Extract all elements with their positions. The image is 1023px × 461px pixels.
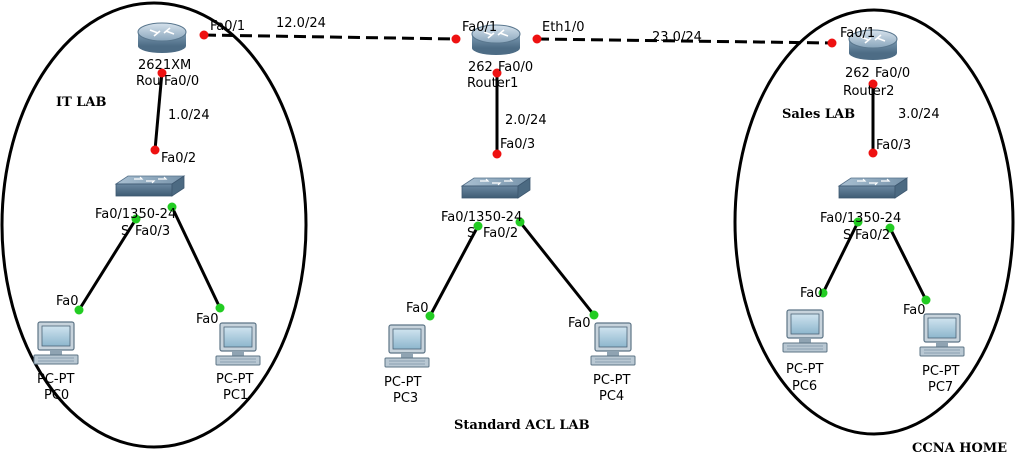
port-up-dot xyxy=(885,223,895,233)
pc7-type: PC-PT xyxy=(922,364,959,379)
switch0-model: Fa0/1350-24 xyxy=(95,207,176,222)
pc4-icon[interactable] xyxy=(590,322,636,366)
pc4-type: PC-PT xyxy=(593,373,630,388)
pc3-type: PC-PT xyxy=(384,375,421,390)
port-up-dot xyxy=(425,311,435,321)
switch2-port-right: Fa0/2 xyxy=(855,228,890,243)
pc1-icon[interactable] xyxy=(215,322,261,366)
pc6-port: Fa0 xyxy=(800,286,823,301)
switch1-port-up: Fa0/3 xyxy=(500,137,535,152)
link-status-dots xyxy=(74,30,931,321)
router0-port-fa00: Fa0/0 xyxy=(164,74,199,89)
pc6-name: PC6 xyxy=(792,379,817,394)
link-router1-router2 xyxy=(536,37,833,45)
router0-model: 2621XM xyxy=(138,58,191,73)
pc0-port: Fa0 xyxy=(56,294,79,309)
router1-port-eth10: Eth1/0 xyxy=(542,20,584,35)
router2-name: Router2 xyxy=(843,84,894,99)
link-router0-router1 xyxy=(203,33,457,41)
pc6-icon[interactable] xyxy=(782,309,828,353)
port-down-dot xyxy=(492,149,502,159)
port-down-dot xyxy=(199,30,209,40)
router2-model: 262 xyxy=(845,66,870,81)
pc0-name: PC0 xyxy=(44,388,69,403)
ccna-home-title: CCNA HOME xyxy=(912,441,1007,456)
switch1-icon[interactable] xyxy=(461,177,531,199)
link-label-1: 1.0/24 xyxy=(168,108,210,123)
switch0-name: S xyxy=(121,224,129,239)
router1-port-fa00: Fa0/0 xyxy=(498,60,533,75)
link-router0-switch0 xyxy=(153,71,164,151)
port-up-dot xyxy=(515,217,525,227)
it-lab-boundary xyxy=(0,1,308,449)
port-down-dot xyxy=(451,34,461,44)
switch1-port-right: Fa0/2 xyxy=(483,226,518,241)
pc3-icon[interactable] xyxy=(384,324,430,368)
link-label-3: 3.0/24 xyxy=(898,107,940,122)
switch1-model: Fa0/1350-24 xyxy=(441,210,522,225)
port-down-dot xyxy=(150,145,160,155)
pc0-type: PC-PT xyxy=(37,372,74,387)
switch1-name: S xyxy=(467,226,475,241)
port-down-dot xyxy=(827,38,837,48)
pc4-name: PC4 xyxy=(599,389,624,404)
link-switch1-pc3 xyxy=(428,225,480,317)
link-label-12: 12.0/24 xyxy=(276,16,326,31)
link-switch0-pc1 xyxy=(170,206,222,309)
link-label-2: 2.0/24 xyxy=(505,113,547,128)
port-up-dot xyxy=(921,295,931,305)
switch2-model: Fa0/1350-24 xyxy=(820,211,901,226)
pc1-name: PC1 xyxy=(223,388,248,403)
router1-model: 262 xyxy=(468,60,493,75)
port-up-dot xyxy=(215,303,225,313)
switch2-icon[interactable] xyxy=(838,177,908,199)
pc1-type: PC-PT xyxy=(216,372,253,387)
link-switch1-pc4 xyxy=(518,221,596,316)
pc4-port: Fa0 xyxy=(568,316,591,331)
it-lab-title: IT LAB xyxy=(56,95,107,110)
pc7-icon[interactable] xyxy=(919,313,965,357)
sales-lab-boundary xyxy=(733,8,1015,436)
port-up-dot xyxy=(131,214,141,224)
router1-name: Router1 xyxy=(467,76,518,91)
sales-lab-title: Sales LAB xyxy=(782,107,855,122)
switch0-port-right: Fa0/3 xyxy=(135,224,170,239)
pc3-port: Fa0 xyxy=(406,301,429,316)
link-switch2-pc7 xyxy=(888,227,928,301)
link-switch0-pc0 xyxy=(77,218,138,311)
port-up-dot xyxy=(853,217,863,227)
link-label-23: 23.0/24 xyxy=(652,30,702,45)
router0-name: Rou xyxy=(136,74,161,89)
pc7-port: Fa0 xyxy=(903,303,926,318)
pc6-type: PC-PT xyxy=(786,362,823,377)
port-up-dot xyxy=(473,221,483,231)
link-switch2-pc6 xyxy=(821,221,860,294)
port-down-dot xyxy=(492,68,502,78)
port-up-dot xyxy=(74,305,84,315)
switch0-icon[interactable] xyxy=(115,175,185,197)
switch2-name: S xyxy=(843,228,851,243)
port-down-dot xyxy=(868,148,878,158)
standard-acl-lab-title: Standard ACL LAB xyxy=(454,418,590,433)
port-down-dot xyxy=(157,68,167,78)
router0-icon[interactable] xyxy=(137,22,187,54)
switch2-port-up: Fa0/3 xyxy=(876,138,911,153)
port-up-dot xyxy=(589,310,599,320)
port-up-dot xyxy=(818,288,828,298)
router2-port-fa00: Fa0/0 xyxy=(875,66,910,81)
router1-port-fa01: Fa0/1 xyxy=(462,20,497,35)
port-down-dot xyxy=(532,34,542,44)
pc3-name: PC3 xyxy=(393,391,418,406)
switch0-port-up: Fa0/2 xyxy=(161,151,196,166)
port-down-dot xyxy=(868,79,878,89)
router2-port-fa01: Fa0/1 xyxy=(840,26,875,41)
port-up-dot xyxy=(167,202,177,212)
pc0-icon[interactable] xyxy=(33,321,79,365)
router0-port-fa01: Fa0/1 xyxy=(210,19,245,34)
pc1-port: Fa0 xyxy=(196,312,219,327)
pc7-name: PC7 xyxy=(928,380,953,395)
